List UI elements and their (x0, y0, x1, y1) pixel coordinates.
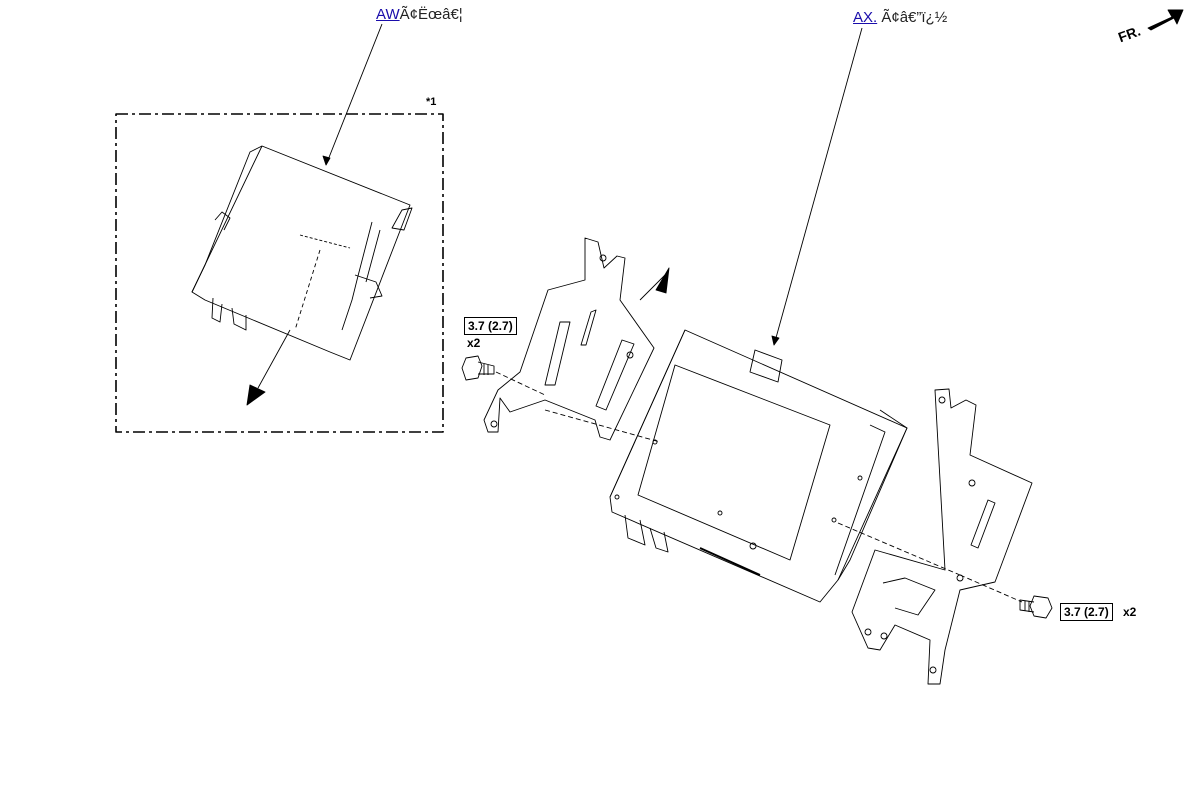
callout-aw: AWÃ¢Ëœâ€¦ (376, 6, 463, 23)
bolt-left-icon (461, 355, 546, 396)
leader-line-ax (773, 27, 863, 346)
callout-ax-text: Ã¢â€”ï¿½ (881, 9, 948, 26)
callout-ax: AX. Ã¢â€”ï¿½ (853, 9, 947, 26)
right-bracket (837, 388, 1033, 685)
callout-aw-text: Ã¢Ëœâ€¦ (399, 6, 463, 23)
note-marker: *1 (426, 96, 437, 108)
callout-ax-link[interactable]: AX. (853, 9, 878, 26)
torque-spec-right: 3.7 (2.7) (1060, 603, 1113, 621)
torque-qty-right: x2 (1123, 605, 1137, 619)
inset-module (191, 145, 413, 406)
callout-aw-link[interactable]: AW (376, 6, 400, 23)
left-bracket (483, 237, 670, 441)
inset-frame (115, 113, 444, 433)
main-unit (544, 329, 908, 603)
bolt-right-icon (1019, 595, 1053, 619)
torque-spec-left: 3.7 (2.7) (464, 317, 517, 335)
leader-arrowhead-aw (322, 155, 331, 166)
leader-arrowhead-ax (771, 335, 780, 346)
leader-line-aw (325, 23, 383, 166)
front-arrow-icon (1147, 9, 1184, 31)
torque-qty-left: x2 (467, 336, 481, 350)
